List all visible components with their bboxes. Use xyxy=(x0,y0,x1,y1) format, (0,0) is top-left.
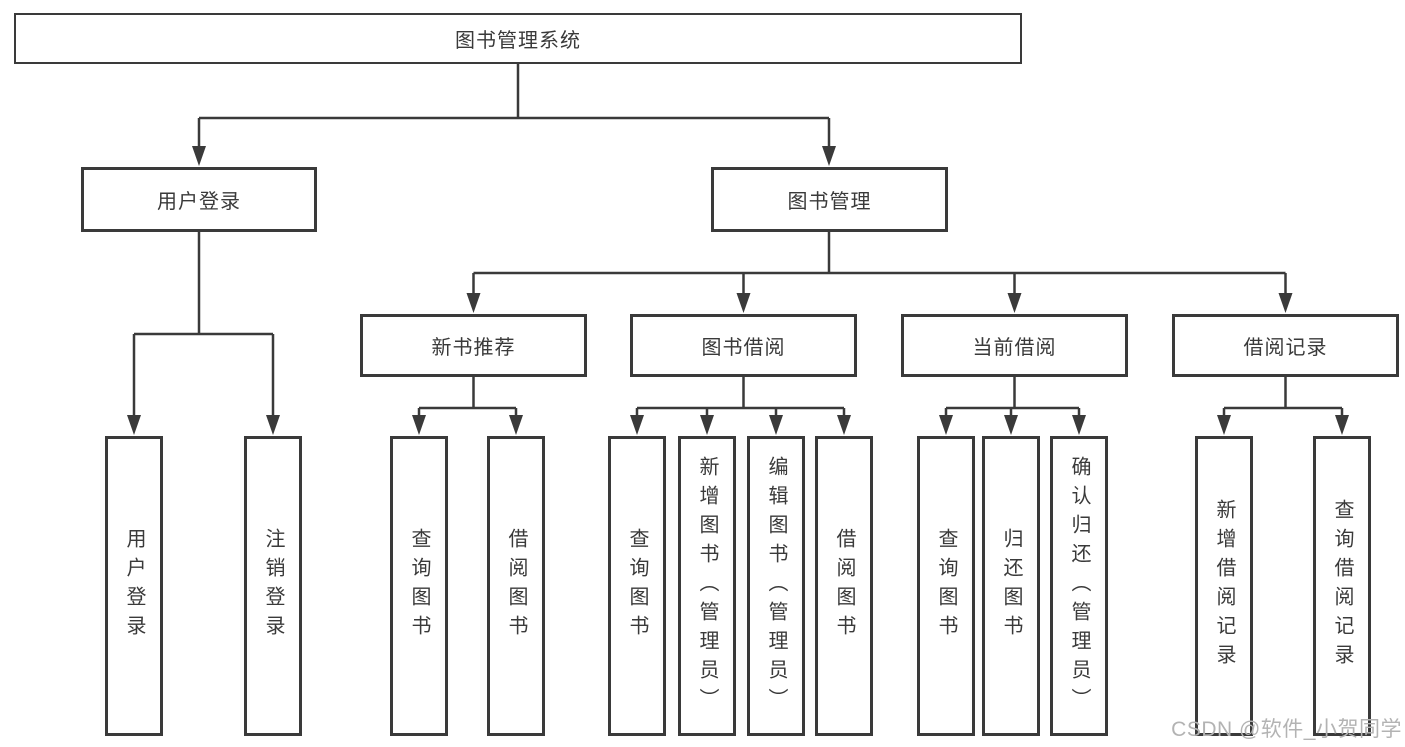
node-leaf-add-borrow-record-label: 新增借阅记录 xyxy=(1213,499,1235,673)
node-leaf-query-borrow-record-label: 查询借阅记录 xyxy=(1331,499,1353,673)
node-book-borrowing-label: 图书借阅 xyxy=(701,337,786,359)
node-leaf-query-books-recommend-label: 查询图书 xyxy=(408,528,430,644)
node-leaf-confirm-return-admin: 确认归还（管理员） xyxy=(1050,436,1108,736)
node-library-system: 图书管理系统 xyxy=(14,13,1022,64)
node-leaf-user-login-label: 用户登录 xyxy=(123,528,145,644)
node-current-borrowing: 当前借阅 xyxy=(901,314,1128,377)
node-leaf-query-borrow-record: 查询借阅记录 xyxy=(1313,436,1371,736)
node-leaf-confirm-return-admin-label: 确认归还（管理员） xyxy=(1068,455,1090,717)
node-leaf-borrow-books-label: 借阅图书 xyxy=(833,528,855,644)
node-leaf-query-books-borrow: 查询图书 xyxy=(608,436,666,736)
node-leaf-borrow-books-recommend: 借阅图书 xyxy=(487,436,545,736)
node-leaf-logout: 注销登录 xyxy=(244,436,302,736)
node-leaf-query-books-recommend: 查询图书 xyxy=(390,436,448,736)
node-leaf-borrow-books: 借阅图书 xyxy=(815,436,873,736)
node-leaf-query-books-borrow-label: 查询图书 xyxy=(626,528,648,644)
node-book-borrowing: 图书借阅 xyxy=(630,314,857,377)
node-leaf-logout-label: 注销登录 xyxy=(262,528,284,644)
node-library-system-label: 图书管理系统 xyxy=(455,30,581,52)
node-leaf-return-book: 归还图书 xyxy=(982,436,1040,736)
node-leaf-query-books-current: 查询图书 xyxy=(917,436,975,736)
node-book-management-label: 图书管理 xyxy=(787,191,872,213)
node-leaf-query-books-current-label: 查询图书 xyxy=(935,528,957,644)
node-leaf-add-borrow-record: 新增借阅记录 xyxy=(1195,436,1253,736)
node-book-management: 图书管理 xyxy=(711,167,948,232)
node-new-book-recommend: 新书推荐 xyxy=(360,314,587,377)
node-leaf-edit-book-admin-label: 编辑图书（管理员） xyxy=(765,455,787,717)
node-leaf-add-book-admin-label: 新增图书（管理员） xyxy=(696,455,718,717)
node-borrowing-records: 借阅记录 xyxy=(1172,314,1399,377)
node-leaf-return-book-label: 归还图书 xyxy=(1000,528,1022,644)
csdn-watermark: CSDN @软件_小贺同学 xyxy=(1171,718,1402,741)
node-leaf-add-book-admin: 新增图书（管理员） xyxy=(678,436,736,736)
node-user-login-label: 用户登录 xyxy=(157,191,241,213)
node-leaf-borrow-books-recommend-label: 借阅图书 xyxy=(505,528,527,644)
node-borrowing-records-label: 借阅记录 xyxy=(1243,337,1328,359)
connector-lines xyxy=(132,64,1344,419)
node-leaf-edit-book-admin: 编辑图书（管理员） xyxy=(747,436,805,736)
node-current-borrowing-label: 当前借阅 xyxy=(972,337,1057,359)
node-new-book-recommend-label: 新书推荐 xyxy=(431,337,516,359)
node-leaf-user-login: 用户登录 xyxy=(105,436,163,736)
node-user-login: 用户登录 xyxy=(81,167,317,232)
